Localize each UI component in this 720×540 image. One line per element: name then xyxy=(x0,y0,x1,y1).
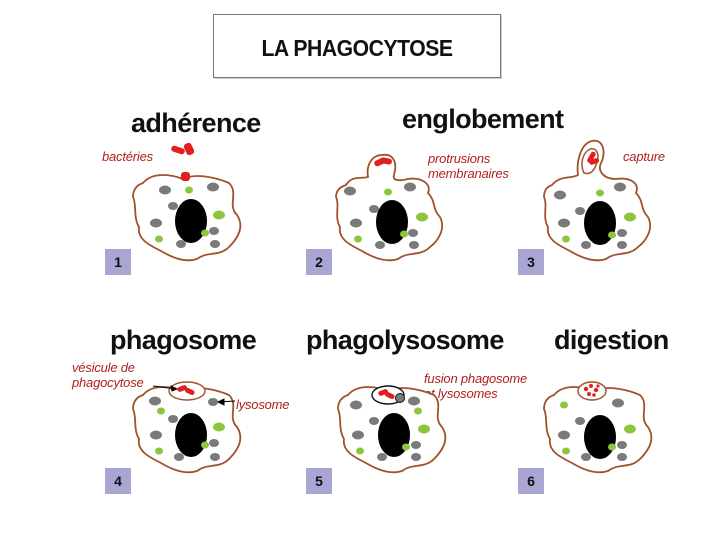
nucleus xyxy=(376,200,408,244)
granules-green xyxy=(356,407,430,455)
stage-number-3: 3 xyxy=(518,249,544,275)
granules-gray xyxy=(554,182,627,249)
pointer-arrows xyxy=(152,385,236,406)
stage-title-adherence: adhérence xyxy=(131,108,261,138)
granules-green xyxy=(155,407,225,455)
bacteria-group xyxy=(587,151,600,165)
lysosome xyxy=(208,398,218,406)
digested-bacteria xyxy=(583,384,600,397)
granules-green xyxy=(155,186,225,243)
bacteria-group xyxy=(374,157,392,167)
stage-number-6: 6 xyxy=(518,468,544,494)
cell-digestion xyxy=(543,381,653,474)
nucleus xyxy=(584,415,616,459)
page-title: LA PHAGOCYTOSE xyxy=(261,35,453,61)
bacteria-group xyxy=(171,142,195,181)
granules-green xyxy=(560,401,636,455)
bacteria-group xyxy=(378,389,395,400)
nucleus xyxy=(584,201,616,245)
stage-number-5: 5 xyxy=(306,468,332,494)
granules-green xyxy=(562,189,636,243)
label-vesicule-de-phagocytose: vésicule de phagocytose xyxy=(72,360,144,390)
cell-adherence xyxy=(132,142,242,262)
stage-number-2: 2 xyxy=(306,249,332,275)
cell-englobement xyxy=(335,153,443,262)
nucleus xyxy=(378,413,410,457)
cell-capture xyxy=(543,139,651,262)
granules-gray xyxy=(558,398,627,461)
label-capture: capture xyxy=(623,149,665,164)
label-fusion-phagosome-lysosomes: fusion phagosome et lysosomes xyxy=(424,371,528,401)
label-protrusions-membranaires: protrusions membranaires xyxy=(428,151,509,181)
label-bacteries: bactéries xyxy=(102,149,153,164)
stage-title-englobement: englobement xyxy=(402,104,564,134)
stage-number-4: 4 xyxy=(105,468,131,494)
fusing-lysosome xyxy=(395,393,405,403)
granules-gray xyxy=(150,182,220,248)
granules-gray xyxy=(149,396,220,461)
stage-title-phagolysosome: phagolysosome xyxy=(306,325,504,355)
label-lysosome: lysosome xyxy=(236,397,290,412)
stage-title-digestion: digestion xyxy=(554,325,669,355)
title-box: LA PHAGOCYTOSE xyxy=(213,14,501,78)
bacteria-group xyxy=(177,385,195,396)
granules-gray xyxy=(350,396,421,461)
nucleus xyxy=(175,413,207,457)
stage-number-1: 1 xyxy=(105,249,131,275)
nucleus xyxy=(175,199,207,243)
cell-phagolysosome xyxy=(337,385,447,474)
cell-phagosome xyxy=(132,381,242,474)
granules-gray xyxy=(344,182,419,249)
capture-vesicle xyxy=(581,148,599,175)
stage-title-phagosome: phagosome xyxy=(110,325,257,355)
granules-green xyxy=(354,188,428,243)
